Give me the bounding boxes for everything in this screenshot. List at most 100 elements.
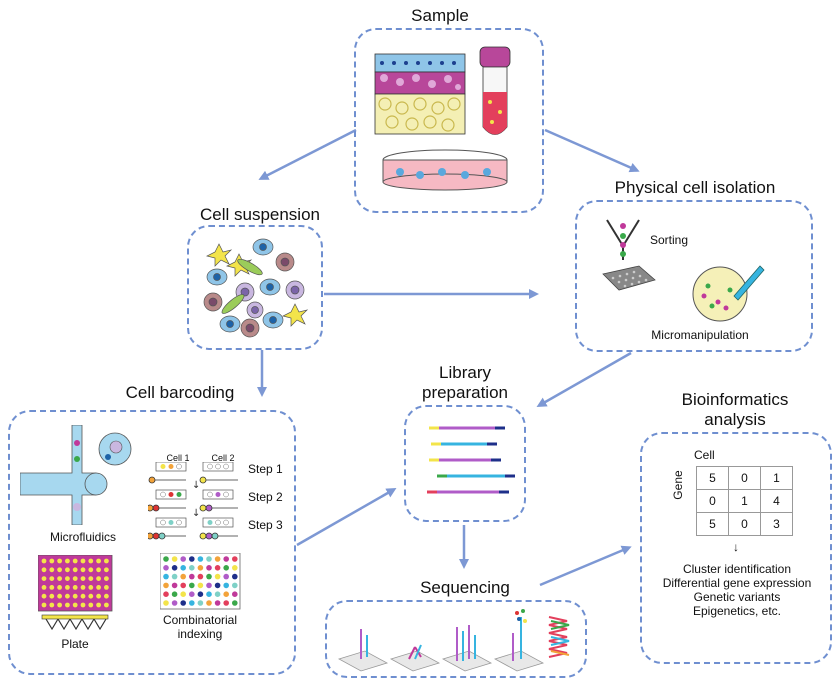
step3-label: Step 3	[248, 518, 283, 532]
matrix-cell: 1	[760, 466, 793, 490]
plate-well	[57, 576, 62, 581]
plate-well	[104, 593, 109, 599]
indexing-well	[180, 556, 186, 562]
cell1-label: Cell 1	[166, 453, 190, 463]
microfluidics-illustration	[20, 425, 132, 525]
combinatorial-label: Combinatorial indexing	[162, 613, 238, 641]
arrow-sequencing-to-bioinformatics	[539, 545, 632, 587]
plate-well	[88, 593, 94, 599]
plate-well	[57, 558, 62, 564]
cell-barcoding-title: Cell barcoding	[125, 383, 235, 402]
indexing-well	[206, 582, 212, 589]
plate-well	[80, 602, 86, 608]
indexing-well	[197, 573, 204, 580]
matrix-cell-header: Cell	[694, 448, 715, 462]
indexing-well	[180, 591, 186, 597]
bioinformatics-box	[640, 432, 832, 664]
indexing-well	[180, 573, 186, 580]
plate-well	[88, 567, 94, 573]
plate-well	[49, 558, 55, 564]
indexing-well	[197, 556, 204, 562]
indexing-well	[206, 565, 212, 571]
micromanipulation-label: Micromanipulation	[651, 328, 749, 342]
indexing-well	[171, 600, 178, 606]
plate-well	[88, 585, 94, 590]
plate-well	[49, 567, 55, 573]
plate-well	[104, 576, 109, 581]
indexing-well	[223, 600, 229, 606]
plate-well	[41, 602, 47, 608]
microfluidics-label: Microfluidics	[49, 530, 116, 544]
plate-well	[57, 585, 62, 590]
matrix-cell: 0	[728, 512, 761, 536]
indexing-well	[189, 591, 195, 597]
indexing-well	[223, 556, 229, 562]
indexing-well	[214, 591, 221, 597]
combinatorial-steps: ↓↓	[148, 462, 238, 540]
indexing-well	[206, 573, 212, 580]
indexing-well	[163, 573, 169, 580]
indexing-well	[163, 565, 169, 571]
sequencing-box	[325, 600, 587, 678]
sample-box	[354, 28, 544, 213]
plate-well	[80, 585, 86, 590]
indexing-well	[180, 582, 186, 589]
matrix-cell: 0	[728, 466, 761, 490]
sequencing-illustration	[337, 609, 570, 672]
plate-well	[72, 576, 78, 581]
plate-well	[41, 576, 47, 581]
matrix-cell: 5	[696, 512, 729, 536]
indexing-well	[206, 591, 212, 597]
plate-well	[88, 558, 94, 564]
indexing-well	[232, 565, 238, 571]
indexing-well	[197, 582, 204, 589]
svg-text:↓: ↓	[192, 508, 200, 519]
plate-well	[65, 576, 70, 581]
indexing-well	[180, 565, 186, 571]
indexing-well	[214, 600, 221, 606]
matrix-cell: 5	[696, 466, 729, 490]
output-genetic-variants: Genetic variants	[693, 590, 781, 604]
plate-well	[72, 567, 78, 573]
indexing-well	[232, 573, 238, 580]
sample-illustration	[374, 46, 511, 191]
plate-well	[96, 576, 101, 581]
plate-well	[96, 585, 101, 590]
plate-well	[65, 558, 70, 564]
indexing-well	[206, 600, 212, 606]
plate-well	[96, 593, 101, 599]
plate-well	[80, 593, 86, 599]
cell-suspension-illustration	[203, 238, 309, 338]
physical-isolation-title: Physical cell isolation	[614, 178, 776, 197]
plate-well	[57, 602, 62, 608]
plate-well	[65, 567, 70, 573]
cell2-label: Cell 2	[211, 453, 235, 463]
matrix-cell: 4	[760, 489, 793, 513]
indexing-well	[197, 565, 204, 571]
indexing-well	[171, 591, 178, 597]
indexing-well	[189, 582, 195, 589]
output-epigenetics: Epigenetics, etc.	[692, 604, 782, 618]
plate-well	[96, 602, 101, 608]
step2-label: Step 2	[248, 490, 283, 504]
plate-well	[41, 593, 47, 599]
plate-well	[88, 602, 94, 608]
plate-well	[104, 558, 109, 564]
plate-well	[49, 593, 55, 599]
indexing-well	[232, 556, 238, 562]
sample-title: Sample	[411, 6, 469, 25]
arrow-isolation-to-library	[536, 351, 632, 407]
indexing-well	[223, 582, 229, 589]
sorting-label: Sorting	[650, 233, 689, 247]
plate-well	[104, 567, 109, 573]
indexing-well	[197, 600, 204, 606]
plate-well	[65, 602, 70, 608]
library-title: Library preparation	[421, 363, 508, 402]
plate-well	[57, 567, 62, 573]
plate-well	[72, 558, 78, 564]
matrix-cell: 1	[728, 489, 761, 513]
matrix-gene-header: Gene	[671, 470, 685, 500]
plate-well	[80, 567, 86, 573]
